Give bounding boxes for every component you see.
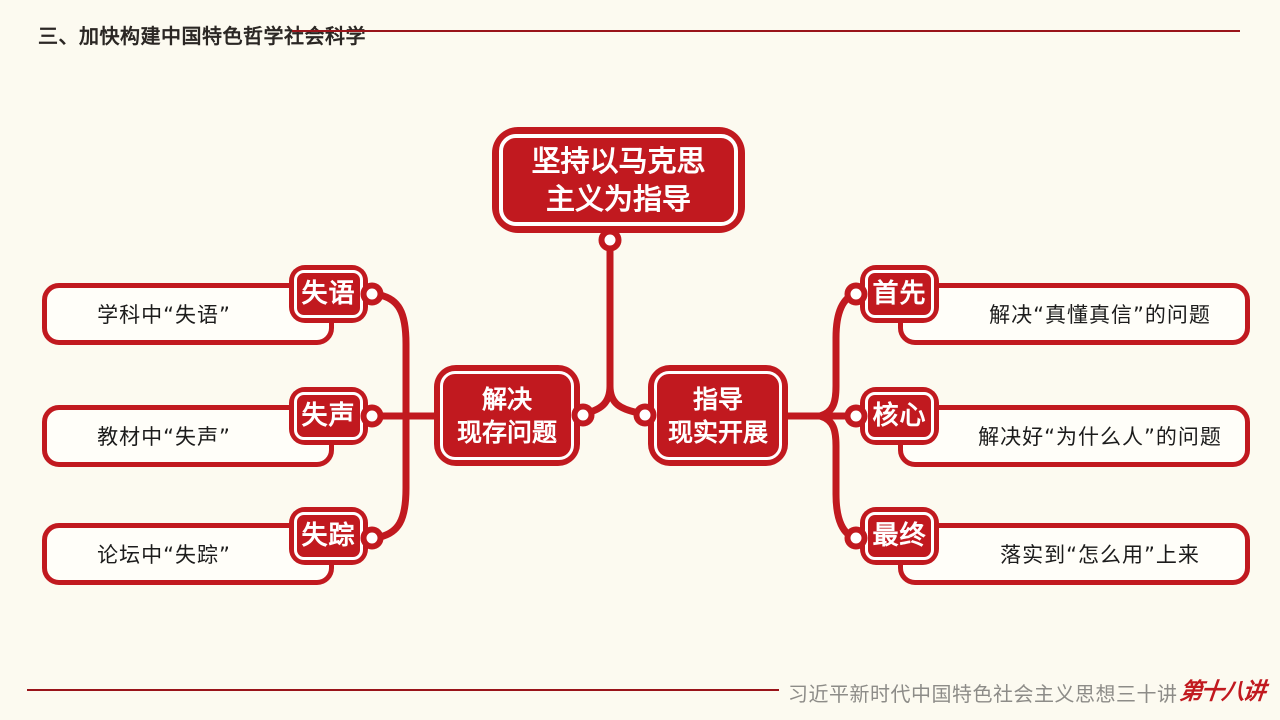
left-branch-tag-2-label: 失声 [294,392,363,440]
right-branch-tag-2: 核心 [860,387,939,445]
header-rule [292,30,1240,32]
right-branch-box-3: 落实到“怎么用”上来 [898,523,1250,585]
left-branch-tag-1: 失语 [289,265,368,323]
node-left-hub-line2: 现存问题 [456,417,557,447]
right-branch-box-2: 解决好“为什么人”的问题 [898,405,1250,467]
node-root-line2: 主义为指导 [545,182,691,216]
node-left-hub-label: 解决 现存问题 [440,371,574,460]
connector-line [370,290,410,420]
node-right-hub-line1: 指导 [692,384,743,414]
node-root: 坚持以马克思 主义为指导 [492,127,745,233]
left-branch-tag-3-label: 失踪 [294,512,363,560]
right-branch-tag-1-label: 首先 [865,270,934,318]
node-right-hub: 指导 现实开展 [648,365,788,466]
left-branch-box-3: 论坛中“失踪” [42,523,334,585]
connector-line [606,382,649,418]
node-root-label: 坚持以马克思 主义为指导 [499,134,738,226]
node-right-hub-label: 指导 现实开展 [654,371,782,460]
left-branch-tag-3: 失踪 [289,507,368,565]
right-branch-tag-3-label: 最终 [865,512,934,560]
right-branch-box-1: 解决“真懂真信”的问题 [898,283,1250,345]
footer-series-title: 习近平新时代中国特色社会主义思想三十讲 [788,682,1178,706]
right-branch-tag-3: 最终 [860,507,939,565]
left-branch-tag-1-label: 失语 [294,270,363,318]
page-title: 三、加快构建中国特色哲学社会科学 [38,24,366,48]
connector-line [579,382,614,418]
left-branch-tag-2: 失声 [289,387,368,445]
footer-rule [27,689,779,691]
node-left-hub-line1: 解决 [481,384,532,414]
node-right-hub-line2: 现实开展 [667,417,768,447]
connector-line [816,290,860,420]
connector-line [816,412,860,542]
right-branch-tag-2-label: 核心 [865,392,934,440]
connector-line [370,412,410,542]
node-left-hub: 解决 现存问题 [434,365,580,466]
footer-lecture-number: 第十八讲 [1178,678,1266,705]
left-branch-box-1: 学科中“失语” [42,283,334,345]
node-root-line1: 坚持以马克思 [531,143,706,178]
connector-dot [598,228,622,252]
right-branch-tag-1: 首先 [860,265,939,323]
